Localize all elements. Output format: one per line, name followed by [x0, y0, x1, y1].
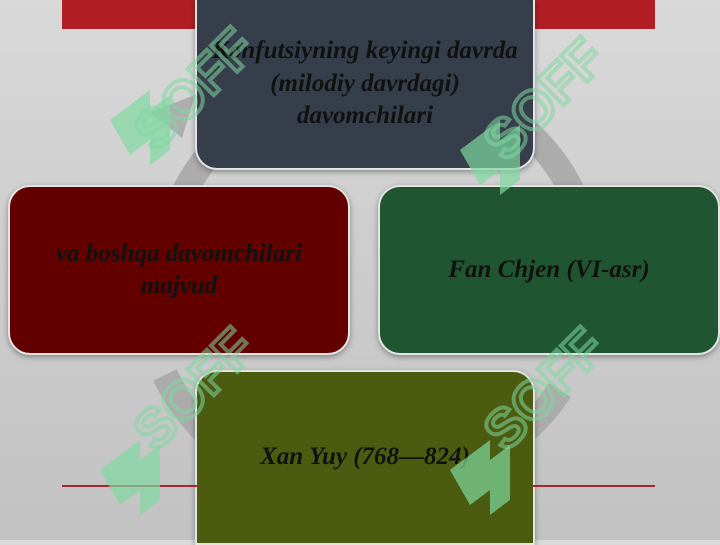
bottom-rule-right [533, 485, 655, 487]
node-fan-chjen: Fan Chjen (VI-asr) [378, 185, 720, 355]
node-successors-later-era-label: Konfutsiyning keyingi davrda (milodiy da… [212, 37, 518, 130]
node-fan-chjen-label: Fan Chjen (VI-asr) [448, 255, 650, 283]
node-other-successors: va boshqa davomchilari majvud [8, 185, 350, 355]
node-other-successors-label: va boshqa davomchilari majvud [56, 239, 302, 300]
node-successors-later-era: Konfutsiyning keyingi davrda (milodiy da… [195, 0, 535, 170]
node-xan-yuy-label: Xan Yuy (768—824) [260, 443, 470, 471]
bottom-rule-left [62, 485, 198, 487]
node-xan-yuy: Xan Yuy (768—824) [195, 370, 535, 545]
